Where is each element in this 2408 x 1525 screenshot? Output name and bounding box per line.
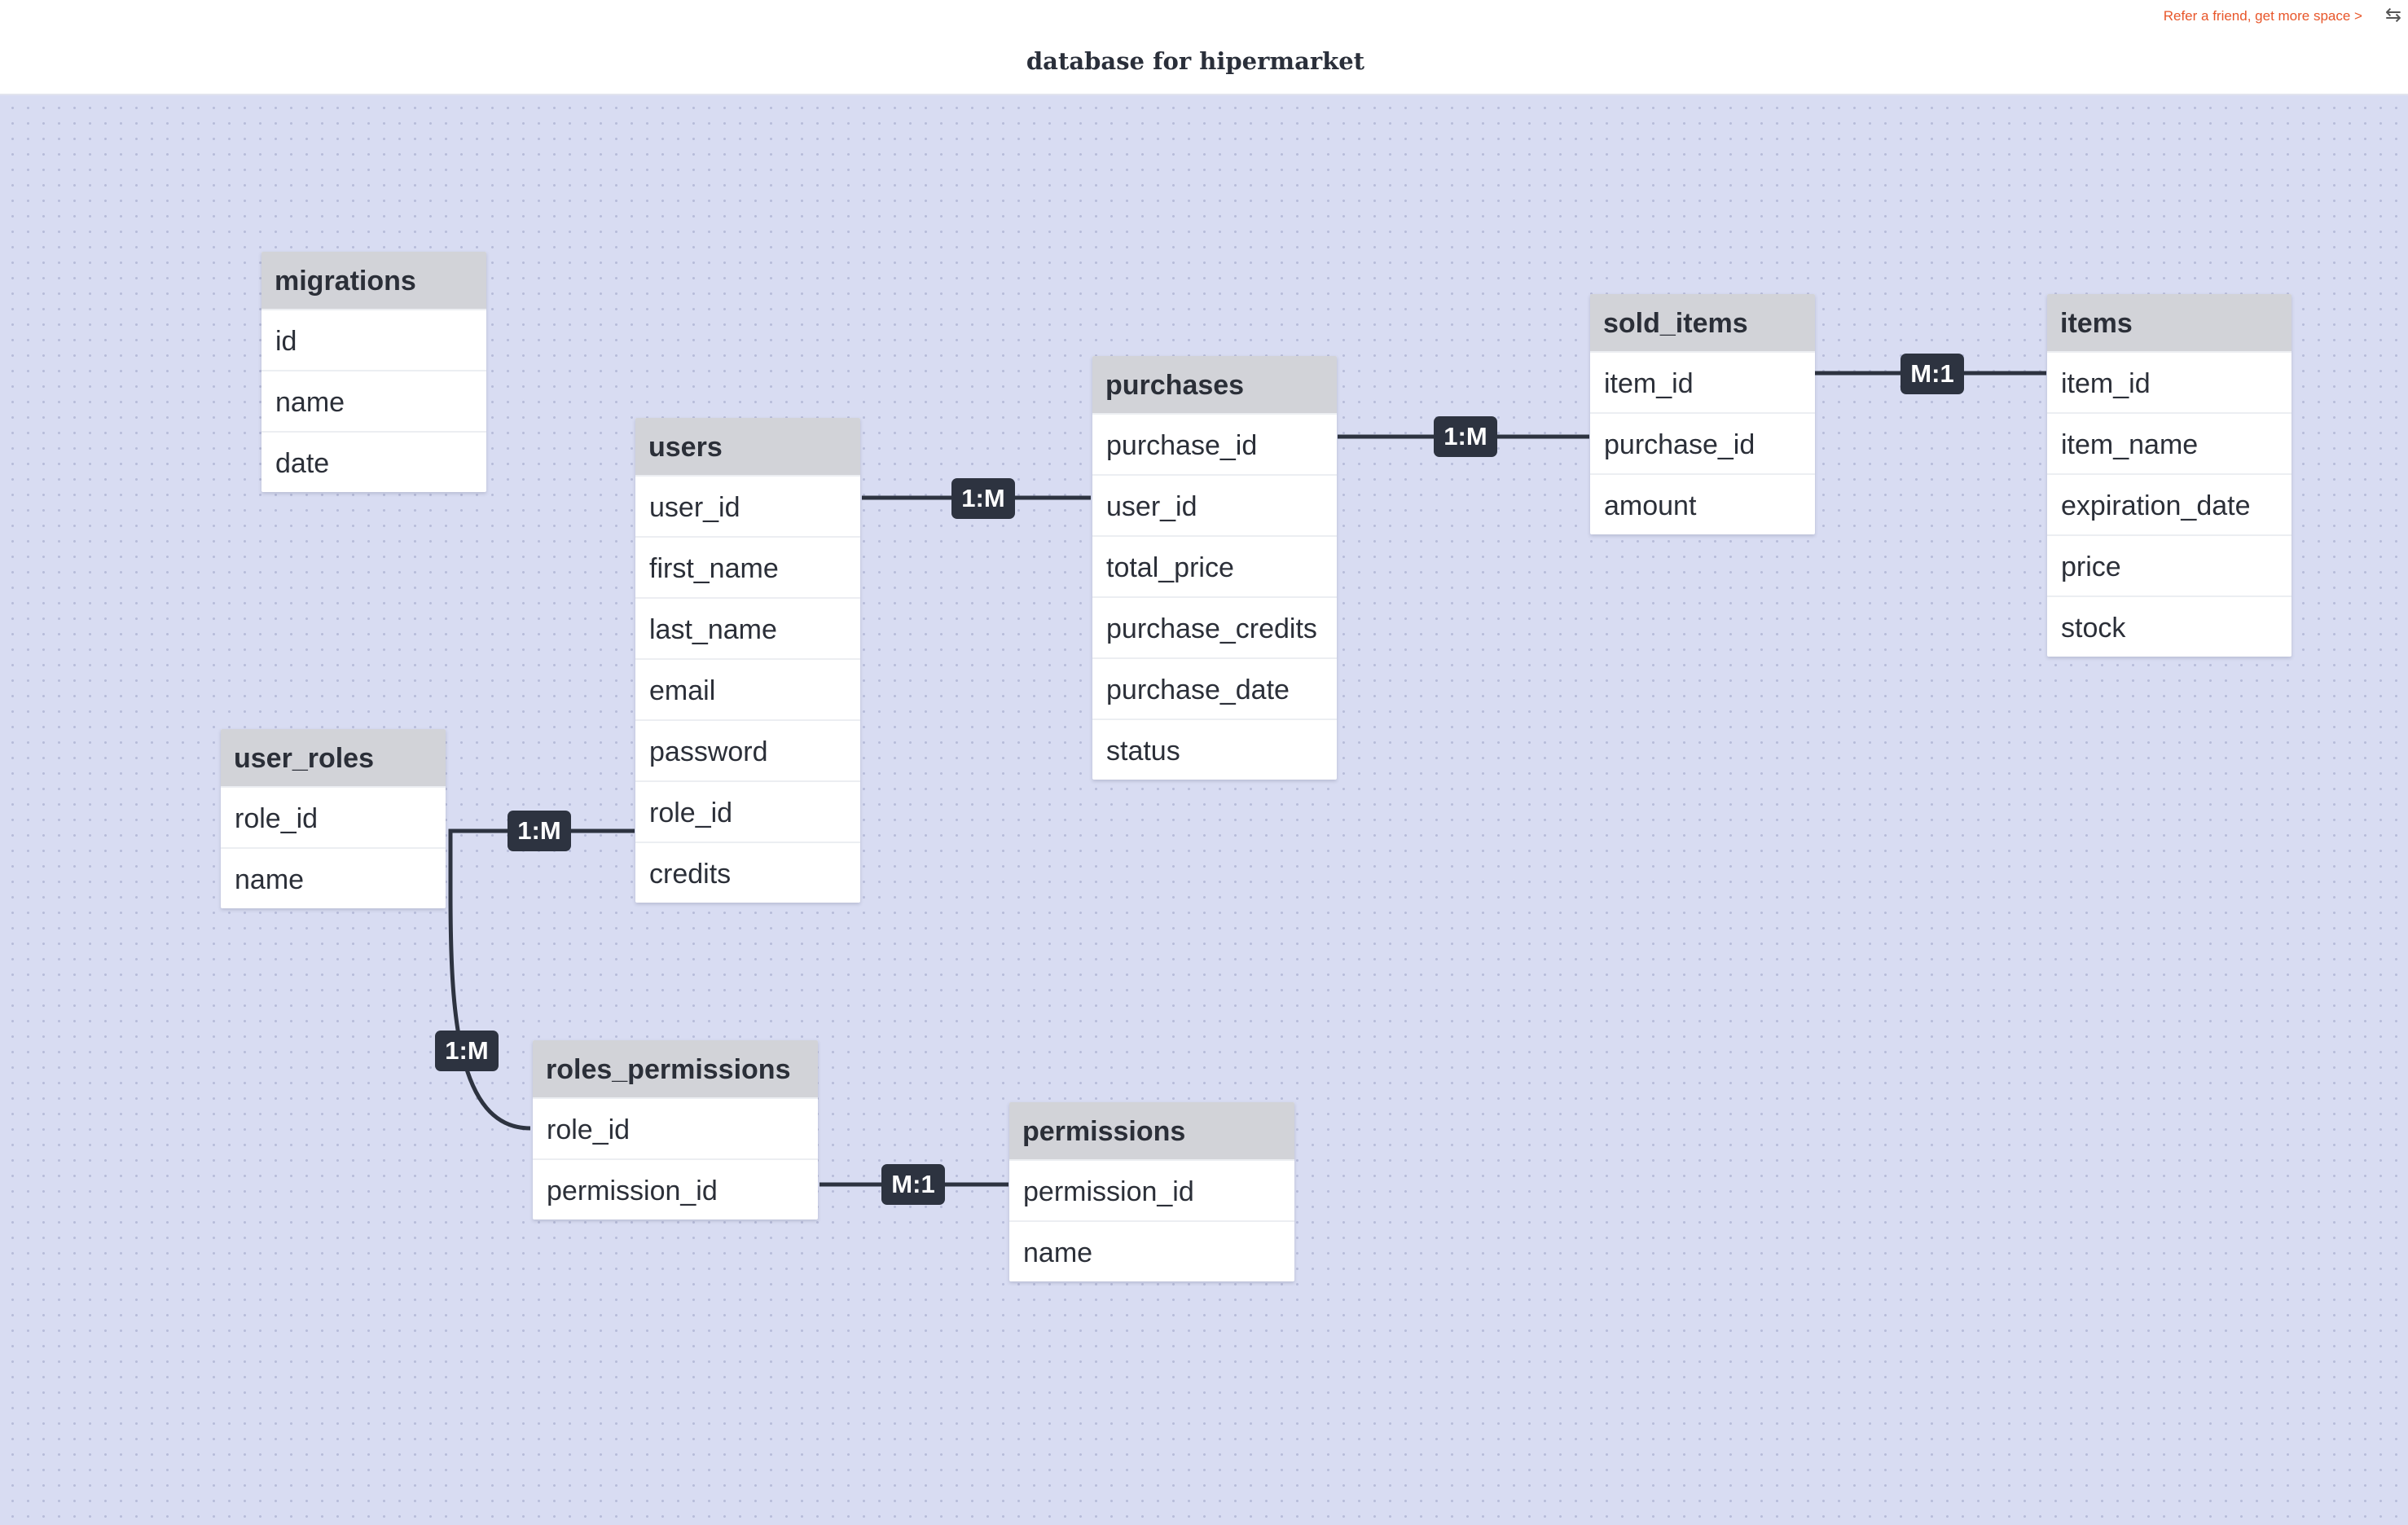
table-field[interactable]: email (635, 658, 860, 719)
table-field[interactable]: amount (1590, 473, 1815, 534)
table-permissions[interactable]: permissions permission_id name (1009, 1102, 1294, 1281)
table-header: users (635, 418, 860, 475)
table-field[interactable]: purchase_credits (1092, 596, 1337, 657)
table-field[interactable]: permission_id (1009, 1159, 1294, 1220)
table-header: user_roles (221, 729, 446, 786)
collapse-icon[interactable]: ⇆ (2385, 4, 2402, 26)
table-field[interactable]: stock (2047, 595, 2292, 657)
table-field[interactable]: last_name (635, 597, 860, 658)
relationship-badge[interactable]: M:1 (881, 1164, 945, 1205)
table-field[interactable]: total_price (1092, 535, 1337, 596)
table-field[interactable]: credits (635, 842, 860, 903)
table-field[interactable]: date (261, 431, 486, 492)
table-field[interactable]: status (1092, 719, 1337, 780)
refer-friend-link[interactable]: Refer a friend, get more space > (2163, 8, 2362, 24)
table-field[interactable]: user_id (1092, 474, 1337, 535)
table-field[interactable]: purchase_id (1590, 412, 1815, 473)
table-header: items (2047, 294, 2292, 351)
table-field[interactable]: item_id (1590, 351, 1815, 412)
table-users[interactable]: users user_id first_name last_name email… (635, 418, 860, 903)
table-field[interactable]: user_id (635, 475, 860, 536)
table-header: roles_permissions (533, 1040, 818, 1097)
table-field[interactable]: name (261, 370, 486, 431)
table-field[interactable]: item_name (2047, 412, 2292, 473)
diagram-title[interactable]: database for hipermarket (1026, 47, 1365, 75)
top-bar: database for hipermarket Refer a friend,… (0, 0, 2408, 95)
table-field[interactable]: purchase_date (1092, 657, 1337, 719)
table-field[interactable]: item_id (2047, 351, 2292, 412)
table-field[interactable]: price (2047, 534, 2292, 595)
table-field[interactable]: name (1009, 1220, 1294, 1281)
relationship-badge[interactable]: 1:M (508, 811, 571, 851)
table-field[interactable]: expiration_date (2047, 473, 2292, 534)
table-sold-items[interactable]: sold_items item_id purchase_id amount (1590, 294, 1815, 534)
relationship-badge[interactable]: 1:M (1434, 416, 1497, 457)
relationship-badge[interactable]: 1:M (951, 478, 1015, 519)
table-header: permissions (1009, 1102, 1294, 1159)
relationship-badge[interactable]: 1:M (435, 1031, 499, 1071)
table-field[interactable]: role_id (533, 1097, 818, 1158)
table-header: sold_items (1590, 294, 1815, 351)
table-purchases[interactable]: purchases purchase_id user_id total_pric… (1092, 356, 1337, 780)
table-field[interactable]: purchase_id (1092, 413, 1337, 474)
table-items[interactable]: items item_id item_name expiration_date … (2047, 294, 2292, 657)
table-field[interactable]: first_name (635, 536, 860, 597)
table-field[interactable]: role_id (221, 786, 446, 847)
table-field[interactable]: role_id (635, 780, 860, 842)
table-field[interactable]: name (221, 847, 446, 908)
table-header: purchases (1092, 356, 1337, 413)
relationship-badge[interactable]: M:1 (1900, 354, 1964, 394)
table-field[interactable]: id (261, 309, 486, 370)
table-field[interactable]: permission_id (533, 1158, 818, 1220)
table-header: migrations (261, 252, 486, 309)
table-user-roles[interactable]: user_roles role_id name (221, 729, 446, 908)
table-roles-permissions[interactable]: roles_permissions role_id permission_id (533, 1040, 818, 1220)
table-field[interactable]: password (635, 719, 860, 780)
table-migrations[interactable]: migrations id name date (261, 252, 486, 492)
